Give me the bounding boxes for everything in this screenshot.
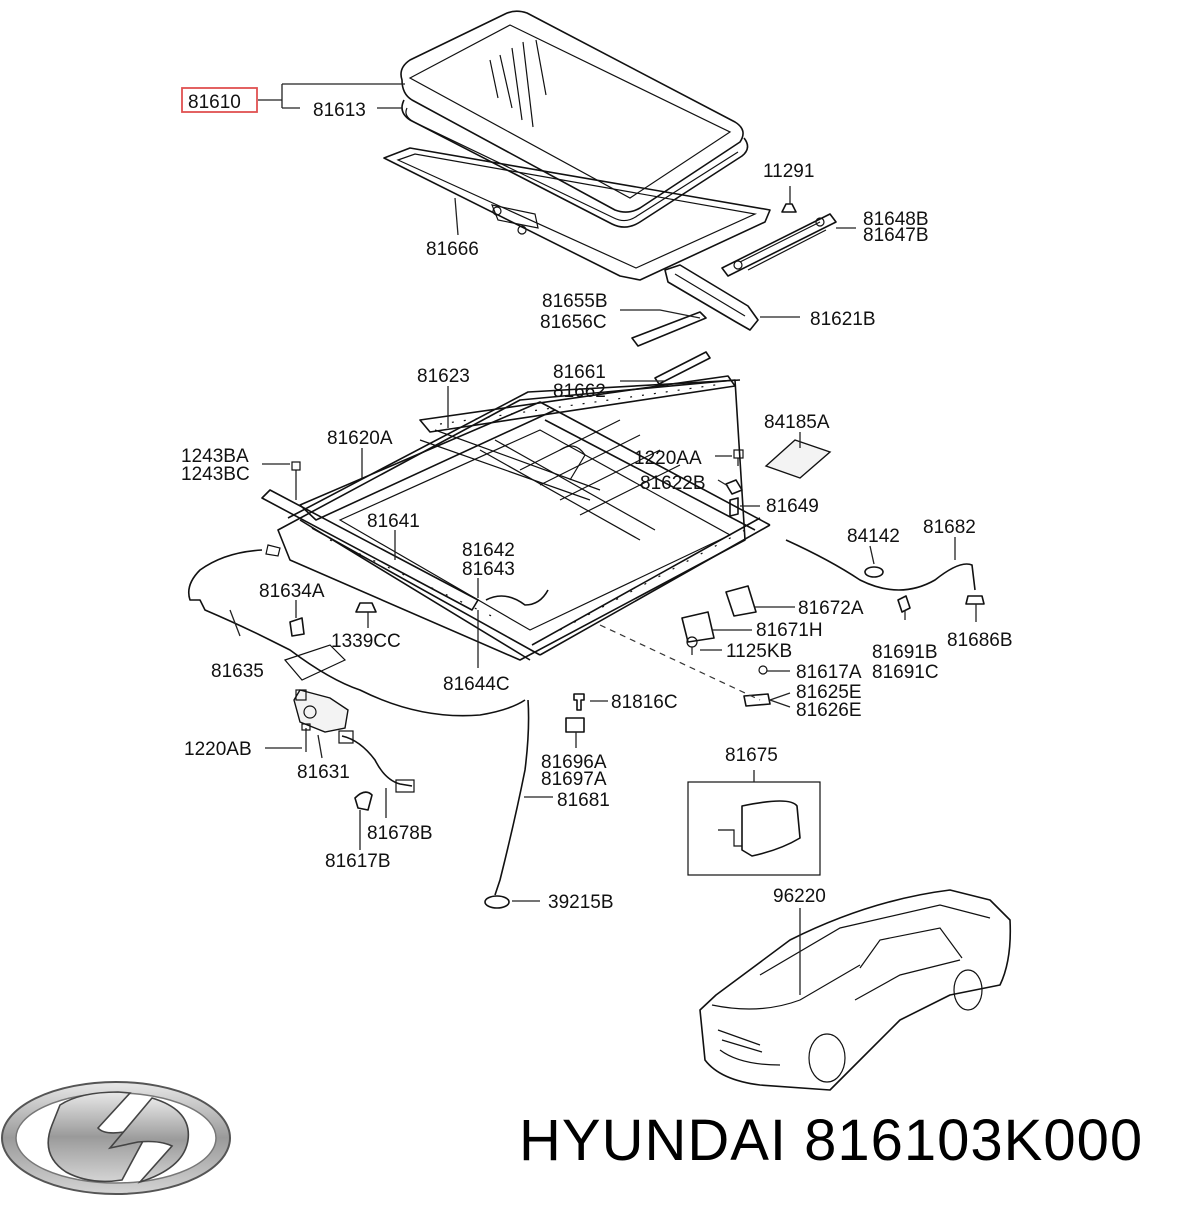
sunroof-motor-81631[interactable] [283, 644, 349, 733]
glass-weatherstrip[interactable] [401, 99, 749, 228]
label-81681[interactable]: 81681 [557, 790, 610, 811]
label-81617b[interactable]: 81617B [325, 851, 391, 872]
grommet-39215b[interactable] [484, 895, 510, 909]
clip-81617b[interactable] [354, 791, 373, 811]
label-81620a[interactable]: 81620A [327, 428, 393, 449]
label-81656c[interactable]: 81656C [540, 312, 607, 333]
drain-hose-81635[interactable] [187, 549, 526, 717]
label-81634a[interactable]: 81634A [259, 581, 325, 602]
label-81613[interactable]: 81613 [313, 100, 366, 121]
strip-81661[interactable] [654, 351, 711, 385]
label-84185a[interactable]: 84185A [764, 412, 830, 433]
side-bracket-81648b[interactable] [721, 213, 837, 277]
label-81691c[interactable]: 81691C [872, 662, 939, 683]
leader-lines [229, 83, 977, 995]
bolt-1220aa[interactable] [733, 449, 744, 466]
cable-81642[interactable] [485, 589, 549, 606]
nut-1339cc[interactable] [355, 602, 377, 613]
vehicle-illustration-96220 [699, 889, 1012, 1091]
label-81671h[interactable]: 81671H [756, 620, 823, 641]
manual-handle-inset [687, 781, 821, 876]
callout-labels: 81610 81613 11291 81648B 81647B 81666 81… [181, 92, 1013, 913]
label-1243ba[interactable]: 1243BA [181, 446, 249, 467]
hyundai-logo [1, 1081, 231, 1195]
clip-81696a[interactable] [565, 717, 585, 733]
bracket-81655b[interactable] [631, 311, 707, 347]
clip-81691b[interactable] [897, 595, 911, 613]
screw-81617a[interactable] [758, 665, 768, 675]
label-1220ab[interactable]: 1220AB [184, 739, 252, 760]
label-81648b[interactable]: 81648B [863, 209, 929, 230]
label-1243bc[interactable]: 1243BC [181, 464, 250, 485]
label-81631[interactable]: 81631 [297, 762, 350, 783]
label-81696a[interactable]: 81696A [541, 752, 607, 773]
label-96220[interactable]: 96220 [773, 886, 826, 907]
label-81622b[interactable]: 81622B [640, 473, 706, 494]
label-81626e[interactable]: 81626E [796, 700, 862, 721]
label-81678b[interactable]: 81678B [367, 823, 433, 844]
bracket-81672a[interactable] [725, 585, 757, 617]
label-81686b[interactable]: 81686B [947, 630, 1013, 651]
label-81625e[interactable]: 81625E [796, 682, 862, 703]
label-81649[interactable]: 81649 [766, 496, 819, 517]
sunroof-glass-panel[interactable] [400, 10, 744, 213]
label-81675[interactable]: 81675 [725, 745, 778, 766]
label-81610[interactable]: 81610 [188, 92, 241, 113]
label-1339cc[interactable]: 1339CC [331, 631, 401, 652]
label-81644c[interactable]: 81644C [443, 674, 510, 695]
clip-81622b[interactable] [725, 479, 743, 495]
label-81621b[interactable]: 81621B [810, 309, 876, 330]
label-39215b[interactable]: 39215B [548, 892, 614, 913]
label-1220aa[interactable]: 1220AA [634, 448, 702, 469]
drain-hose-81682[interactable] [785, 539, 976, 591]
rear-cross-bar-81621b[interactable] [664, 264, 759, 331]
label-81635[interactable]: 81635 [211, 661, 264, 682]
grommet-81686b[interactable] [965, 595, 985, 605]
label-81647b[interactable]: 81647B [863, 225, 929, 246]
clip-81634a[interactable] [289, 617, 305, 637]
label-81666[interactable]: 81666 [426, 239, 479, 260]
label-81617a[interactable]: 81617A [796, 662, 862, 683]
screw-81649[interactable] [729, 497, 739, 517]
pad-84185a[interactable] [764, 439, 832, 479]
label-81661[interactable]: 81661 [553, 362, 606, 383]
highlight-box-81610 [181, 87, 258, 113]
part-number-caption: HYUNDAI 816103K000 [519, 1108, 1143, 1173]
label-81662[interactable]: 81662 [553, 381, 606, 402]
bracket-81625e[interactable] [743, 693, 771, 707]
bolt-1125kb[interactable] [686, 636, 698, 655]
label-81672a[interactable]: 81672A [798, 598, 864, 619]
label-81641[interactable]: 81641 [367, 511, 420, 532]
screw-81816c[interactable] [573, 693, 585, 711]
label-1125kb[interactable]: 1125KB [726, 641, 792, 662]
label-81691b[interactable]: 81691B [872, 642, 938, 663]
label-81697a[interactable]: 81697A [541, 769, 607, 790]
bolt-1243ba[interactable] [291, 461, 301, 500]
screw-1220ab[interactable] [301, 723, 311, 752]
grommet-84142[interactable] [864, 566, 884, 578]
bracket-81671h[interactable] [681, 611, 715, 643]
sunroof-sunshade-frame[interactable] [383, 147, 771, 281]
label-81623[interactable]: 81623 [417, 366, 470, 387]
label-11291[interactable]: 11291 [763, 161, 814, 182]
label-81642[interactable]: 81642 [462, 540, 515, 561]
label-81816c[interactable]: 81816C [611, 692, 678, 713]
manual-crank-handle[interactable] [741, 800, 801, 857]
label-81655b[interactable]: 81655B [542, 291, 608, 312]
label-81643[interactable]: 81643 [462, 559, 515, 580]
label-84142[interactable]: 84142 [847, 526, 900, 547]
label-81682[interactable]: 81682 [923, 517, 976, 538]
wind-deflector-81641[interactable] [261, 489, 479, 611]
guide-rail-81623[interactable] [419, 375, 736, 433]
drain-hose-81681[interactable] [494, 699, 530, 896]
sunroof-frame-assembly[interactable] [277, 379, 771, 661]
clip-11291[interactable] [781, 203, 797, 213]
